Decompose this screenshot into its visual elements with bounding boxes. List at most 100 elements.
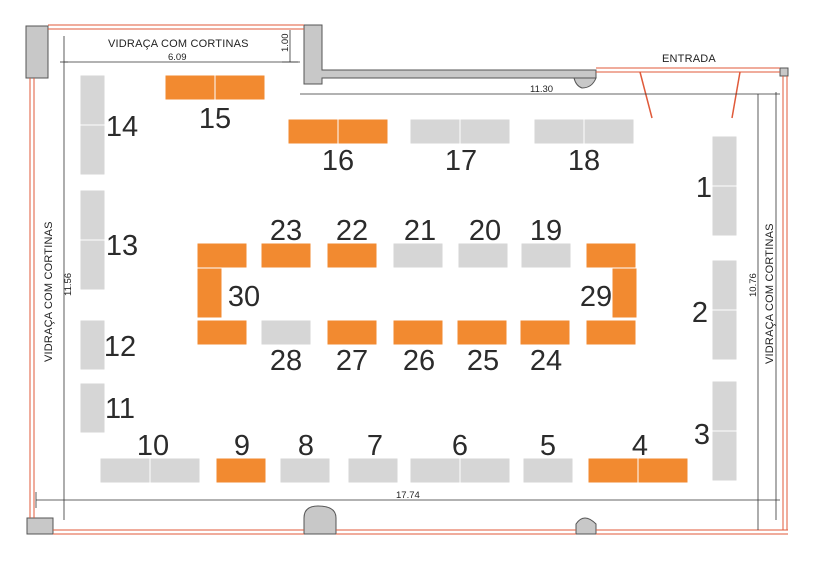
booth-10[interactable]: 10: [99, 430, 201, 484]
booth-16-block[interactable]: [337, 118, 389, 145]
booth-30-block[interactable]: [196, 267, 223, 319]
booth-2-number: 2: [692, 297, 708, 329]
booth-29-block[interactable]: [611, 267, 638, 319]
booth-24-block[interactable]: [519, 319, 571, 346]
booth-26[interactable]: 26: [392, 319, 444, 377]
booth-28-number: 28: [270, 345, 302, 377]
dimension-lines: [35, 30, 780, 530]
booth-15[interactable]: 15: [164, 74, 266, 135]
booth-18[interactable]: 18: [533, 118, 635, 177]
booth-14-block[interactable]: [79, 124, 106, 176]
booth-7[interactable]: 7: [347, 430, 399, 484]
booth-4[interactable]: 4: [587, 430, 689, 484]
booth-25[interactable]: 25: [456, 319, 508, 377]
booth-21-number: 21: [404, 215, 436, 247]
dim-total-width: 17.74: [396, 490, 420, 501]
booth-19-number: 19: [530, 215, 562, 247]
booth-17[interactable]: 17: [409, 118, 511, 177]
booth-29-block[interactable]: [585, 319, 637, 346]
booth-15-block[interactable]: [164, 74, 216, 101]
booth-24[interactable]: 24: [519, 319, 571, 377]
booth-27-block[interactable]: [326, 319, 378, 346]
booth-4-block[interactable]: [637, 457, 689, 484]
booth-9-number: 9: [234, 430, 250, 462]
glazing-left-label: VIDRAÇA COM CORTINAS: [43, 221, 55, 362]
booth-3-block[interactable]: [711, 430, 738, 482]
booth-15-number: 15: [199, 103, 231, 135]
booth-16-block[interactable]: [287, 118, 339, 145]
dim-top-left-depth: 1.00: [280, 34, 291, 53]
booth-20-block[interactable]: [457, 242, 509, 269]
booth-12-block[interactable]: [79, 319, 106, 371]
booth-18-block[interactable]: [583, 118, 635, 145]
booth-10-block[interactable]: [99, 457, 151, 484]
booth-7-block[interactable]: [347, 457, 399, 484]
booth-8-block[interactable]: [279, 457, 331, 484]
booth-26-number: 26: [403, 345, 435, 377]
booth-1-block[interactable]: [711, 135, 738, 187]
booth-20[interactable]: 20: [457, 215, 509, 269]
booth-22-block[interactable]: [326, 242, 378, 269]
booth-17-number: 17: [445, 145, 477, 177]
top-left-corner-pillar: [25, 25, 49, 79]
booth-11[interactable]: 11: [79, 382, 135, 434]
booth-29-number: 29: [580, 281, 612, 313]
booth-30-number: 30: [228, 281, 260, 313]
booth-14[interactable]: 14: [79, 74, 138, 176]
booth-15-block[interactable]: [214, 74, 266, 101]
booth-14-block[interactable]: [79, 74, 106, 126]
right-top-post: [779, 67, 789, 77]
booth-3-block[interactable]: [711, 380, 738, 432]
booth-2[interactable]: 2: [692, 259, 738, 361]
booth-30-block[interactable]: [196, 242, 248, 269]
booth-12[interactable]: 12: [79, 319, 136, 371]
booth-28-block[interactable]: [260, 319, 312, 346]
booth-25-number: 25: [467, 345, 499, 377]
booth-29[interactable]: 29: [580, 242, 638, 346]
booth-5-block[interactable]: [522, 457, 574, 484]
booth-6-block[interactable]: [459, 457, 511, 484]
booth-28[interactable]: 28: [260, 319, 312, 377]
booth-17-block[interactable]: [459, 118, 511, 145]
booth-6-block[interactable]: [409, 457, 461, 484]
booth-18-block[interactable]: [533, 118, 585, 145]
booth-13-block[interactable]: [79, 189, 106, 241]
booth-8[interactable]: 8: [279, 430, 331, 484]
booth-17-block[interactable]: [409, 118, 461, 145]
booth-27[interactable]: 27: [326, 319, 378, 377]
booth-23-block[interactable]: [260, 242, 312, 269]
booth-11-block[interactable]: [79, 382, 106, 434]
booth-4-number: 4: [632, 430, 648, 462]
booth-22[interactable]: 22: [326, 215, 378, 269]
booth-1-block[interactable]: [711, 185, 738, 237]
bottom-wall-bump-2: [575, 517, 597, 535]
booth-9-block[interactable]: [215, 457, 267, 484]
booth-25-block[interactable]: [456, 319, 508, 346]
booth-2-block[interactable]: [711, 309, 738, 361]
booth-23[interactable]: 23: [260, 215, 312, 269]
booth-6-number: 6: [452, 430, 468, 462]
booth-3[interactable]: 3: [694, 380, 738, 482]
booth-13-block[interactable]: [79, 239, 106, 291]
booth-30-block[interactable]: [196, 319, 248, 346]
booth-2-block[interactable]: [711, 259, 738, 311]
booth-30[interactable]: 30: [196, 242, 260, 346]
booth-26-block[interactable]: [392, 319, 444, 346]
booth-10-block[interactable]: [149, 457, 201, 484]
booth-16[interactable]: 16: [287, 118, 389, 177]
booth-18-number: 18: [568, 145, 600, 177]
booth-19-block[interactable]: [520, 242, 572, 269]
booth-5[interactable]: 5: [522, 430, 574, 484]
booth-21[interactable]: 21: [392, 215, 444, 269]
booth-13[interactable]: 13: [79, 189, 138, 291]
booth-21-block[interactable]: [392, 242, 444, 269]
booth-6[interactable]: 6: [409, 430, 511, 484]
booth-29-block[interactable]: [585, 242, 637, 269]
booth-4-block[interactable]: [587, 457, 639, 484]
booth-1[interactable]: 1: [696, 135, 738, 237]
booth-19[interactable]: 19: [520, 215, 572, 269]
booth-22-number: 22: [336, 215, 368, 247]
booth-9[interactable]: 9: [215, 430, 267, 484]
dim-right-height: 10.76: [748, 273, 759, 297]
